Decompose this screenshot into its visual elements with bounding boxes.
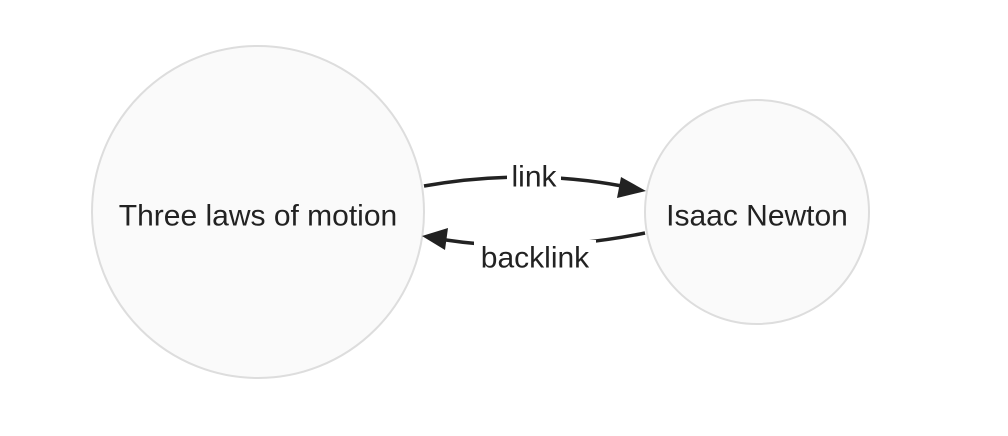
node-three-laws-of-motion[interactable]: Three laws of motion (91, 45, 425, 379)
node-circle (644, 99, 870, 325)
edge-label-background (507, 160, 561, 192)
edge-backlink[interactable]: backlink (422, 228, 646, 275)
node-isaac-newton[interactable]: Isaac Newton (644, 99, 870, 325)
edge-label: backlink (481, 242, 590, 275)
node-label: Isaac Newton (666, 200, 848, 233)
edge-label-background (474, 240, 596, 274)
node-circle (91, 45, 425, 379)
arrowhead-icon (617, 177, 646, 198)
edge-link[interactable]: link (423, 160, 646, 198)
node-label: Three laws of motion (119, 200, 397, 233)
arrowhead-icon (422, 228, 448, 250)
edge-label: link (511, 161, 557, 194)
